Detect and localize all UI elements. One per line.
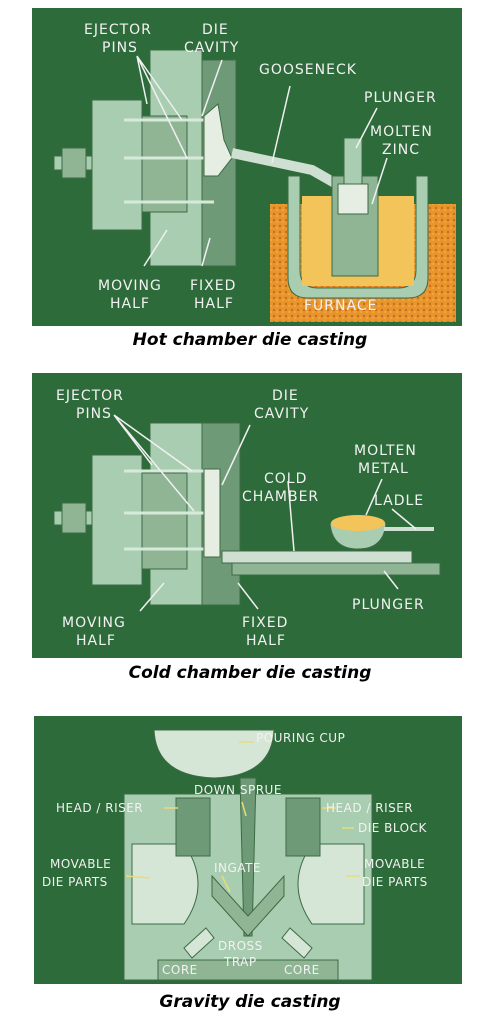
die-cavity-shape (203, 468, 221, 558)
cold-chamber-svg: EJECTOR PINS DIE CAVITY MOLTEN METAL COL… (53, 388, 441, 649)
riser-right (285, 797, 321, 857)
caption-cold-chamber: Cold chamber die casting (128, 663, 372, 683)
label-movable-right-1: MOVABLE (364, 857, 425, 871)
label-fixed-half-2: HALF (246, 633, 286, 649)
leader-die-cavity (201, 59, 223, 117)
hot-chamber-diagram: EJECTOR PINS DIE CAVITY GOOSENECK PLUNGE… (32, 8, 462, 326)
down-sprue-channel (239, 777, 257, 937)
cold-chamber-sleeve (221, 550, 413, 564)
label-core-right: CORE (284, 963, 320, 977)
label-head-riser-right: HEAD / RISER (326, 801, 413, 815)
ejector-plate (91, 454, 143, 586)
molten-metal-pool (331, 515, 385, 531)
label-die-cavity-2: CAVITY (184, 40, 239, 56)
leader-die-cavity (221, 424, 251, 486)
moving-half-core (141, 472, 188, 570)
leader-ingate (221, 875, 231, 893)
leader-ejector-pins (136, 55, 188, 159)
leader-molten-zinc (371, 157, 388, 205)
leader-moving-half (143, 229, 168, 267)
plunger-head (337, 183, 369, 215)
label-cold-chamber-1: COLD (264, 471, 307, 487)
label-plunger: PLUNGER (364, 90, 437, 106)
label-molten-metal-2: METAL (358, 461, 409, 477)
riser-left (175, 797, 211, 857)
leader-molten-metal (365, 478, 383, 516)
label-moving-half-2: HALF (110, 296, 150, 312)
label-ladle: LADLE (374, 493, 424, 509)
label-molten-zinc-2: ZINC (382, 142, 420, 158)
label-dross-trap-2: TRAP (223, 955, 257, 969)
leader-down-sprue (241, 801, 247, 817)
label-down-sprue: DOWN SPRUE (194, 783, 282, 797)
label-molten-metal-1: MOLTEN (354, 443, 417, 459)
moving-half-core (141, 115, 188, 213)
label-fixed-half-2: HALF (194, 296, 234, 312)
leader-fixed-half (201, 237, 211, 267)
label-ejector-pins-2: PINS (76, 406, 112, 422)
label-fixed-half-1: FIXED (190, 278, 236, 294)
leader-gooseneck (271, 85, 291, 164)
hot-chamber-svg: EJECTOR PINS DIE CAVITY GOOSENECK PLUNGE… (53, 22, 456, 322)
ingate-cavity (211, 874, 285, 937)
label-cold-chamber-2: CHAMBER (242, 489, 319, 505)
label-die-block: DIE BLOCK (358, 821, 427, 835)
label-moving-half-1: MOVING (98, 278, 162, 294)
core-left-shape (183, 927, 215, 959)
caption-gravity: Gravity die casting (159, 992, 341, 1012)
gravity-svg: POURING CUP DOWN SPRUE HEAD / RISER HEAD… (42, 729, 428, 981)
label-die-cavity-1: DIE (202, 22, 229, 38)
caption-hot-chamber: Hot chamber die casting (132, 330, 368, 350)
label-moving-half-2: HALF (76, 633, 116, 649)
core-right-shape (281, 927, 313, 959)
label-ingate: INGATE (214, 861, 261, 875)
leader-fixed-half (237, 582, 259, 610)
label-molten-zinc-1: MOLTEN (370, 124, 433, 140)
leader-ejector-pins (113, 414, 195, 512)
label-dross-trap-1: DROSS (218, 939, 263, 953)
label-plunger: PLUNGER (352, 597, 425, 613)
leader-plunger (383, 570, 399, 590)
label-die-cavity-2: CAVITY (254, 406, 309, 422)
die-base (157, 959, 339, 981)
leader-moving-half (139, 582, 165, 612)
label-ejector-pins-2: PINS (102, 40, 138, 56)
label-head-riser-left: HEAD / RISER (56, 801, 143, 815)
leader-cold-chamber (287, 480, 295, 552)
leader-ladle (391, 508, 417, 530)
label-core-left: CORE (162, 963, 198, 977)
leader-plunger (355, 107, 378, 149)
leader-movable-left (125, 875, 151, 879)
label-die-cavity-1: DIE (272, 388, 299, 404)
label-pouring-cup: POURING CUP (256, 731, 345, 745)
ejector-plate (91, 99, 143, 231)
label-movable-left-1: MOVABLE (50, 857, 111, 871)
label-movable-left-2: DIE PARTS (42, 875, 108, 889)
label-ejector-pins-1: EJECTOR (56, 388, 124, 404)
label-furnace: FURNACE (304, 298, 377, 314)
ejector-rod-head (61, 502, 87, 534)
label-gooseneck: GOOSENECK (259, 62, 357, 78)
label-movable-right-2: DIE PARTS (362, 875, 428, 889)
cold-chamber-diagram: EJECTOR PINS DIE CAVITY MOLTEN METAL COL… (32, 373, 462, 658)
gravity-die-diagram: POURING CUP DOWN SPRUE HEAD / RISER HEAD… (34, 716, 462, 984)
plunger-rod (231, 562, 441, 576)
label-ejector-pins-1: EJECTOR (84, 22, 152, 38)
label-fixed-half-1: FIXED (242, 615, 288, 631)
ejector-rod-head (61, 147, 87, 179)
label-moving-half-1: MOVING (62, 615, 126, 631)
